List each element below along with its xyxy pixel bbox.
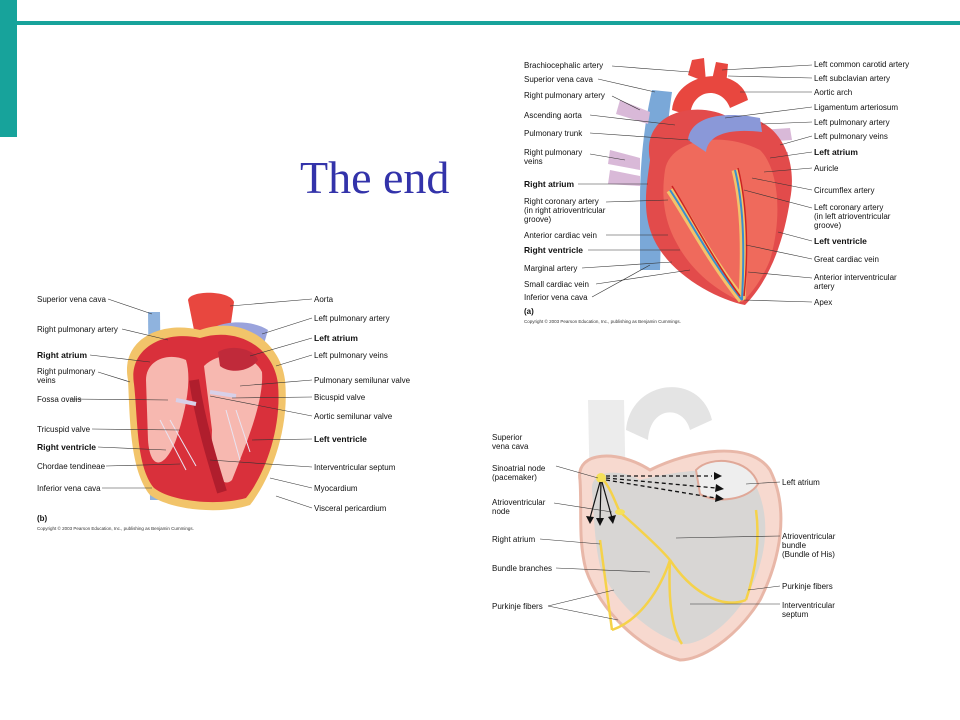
label-left-atrium: Left atrium	[814, 147, 858, 157]
label-circumflex-artery: Circumflex artery	[814, 186, 875, 195]
label-right-pulmonary-artery: Right pulmonary artery	[524, 91, 605, 100]
label-left-pulmonary-artery: Left pulmonary artery	[814, 118, 890, 127]
copyright-a: Copyright © 2003 Pearson Education, Inc.…	[524, 319, 681, 324]
label-visceral-pericardium: Visceral pericardium	[314, 504, 387, 513]
label-atrioventricular-node: Atrioventricular node	[492, 498, 546, 516]
panel-tag-a: (a)	[524, 307, 534, 316]
label-right-pulmonary-veins: Right pulmonary veins	[37, 367, 96, 385]
label-left-pulmonary-artery: Left pulmonary artery	[314, 314, 390, 323]
label-bicuspid-valve: Bicuspid valve	[314, 393, 366, 402]
label-anterior-cardiac-vein: Anterior cardiac vein	[524, 231, 597, 240]
label-atrioventricular-bundle: Atrioventricular bundle (Bundle of His)	[782, 532, 836, 559]
label-right-pulmonary-artery: Right pulmonary artery	[37, 325, 118, 334]
slide-title: The end	[300, 152, 450, 203]
label-inferior-vena-cava: Inferior vena cava	[524, 293, 588, 302]
label-left-coronary-artery: Left coronary artery (in left atrioventr…	[814, 203, 891, 230]
label-left-atrium: Left atrium	[782, 478, 820, 487]
label-right-atrium: Right atrium	[37, 350, 88, 360]
copyright-b: Copyright © 2003 Pearson Education, Inc.…	[37, 526, 194, 531]
label-aortic-semilunar-valve: Aortic semilunar valve	[314, 412, 393, 421]
label-brachiocephalic-artery: Brachiocephalic artery	[524, 61, 604, 70]
label-aorta: Aorta	[314, 295, 334, 304]
label-superior-vena-cava: Superior vena cava	[492, 433, 529, 451]
panel-tag-b: (b)	[37, 514, 48, 523]
label-chordae-tendineae: Chordae tendineae	[37, 462, 106, 471]
label-left-subclavian-artery: Left subclavian artery	[814, 74, 891, 83]
label-tricuspid-valve: Tricuspid valve	[37, 425, 91, 434]
label-left-pulmonary-veins: Left pulmonary veins	[814, 132, 888, 141]
label-left-ventricle: Left ventricle	[314, 434, 367, 444]
label-ascending-aorta: Ascending aorta	[524, 111, 582, 120]
label-pulmonary-semilunar-valve: Pulmonary semilunar valve	[314, 376, 411, 385]
label-fossa-ovalis: Fossa ovalis	[37, 395, 82, 404]
label-left-common-carotid-artery: Left common carotid artery	[814, 60, 910, 69]
label-small-cardiac-vein: Small cardiac vein	[524, 280, 589, 289]
label-right-pulmonary-veins: Right pulmonary veins	[524, 148, 583, 166]
label-inferior-vena-cava: Inferior vena cava	[37, 484, 101, 493]
label-marginal-artery: Marginal artery	[524, 264, 578, 273]
accent-bar-horizontal	[17, 21, 960, 25]
label-right-coronary-artery: Right coronary artery (in right atrioven…	[524, 197, 606, 224]
label-left-ventricle: Left ventricle	[814, 236, 867, 246]
label-left-atrium: Left atrium	[314, 333, 358, 343]
label-superior-vena-cava: Superior vena cava	[524, 75, 593, 84]
label-right-atrium: Right atrium	[492, 535, 536, 544]
label-right-ventricle: Right ventricle	[37, 442, 97, 452]
label-aortic-arch: Aortic arch	[814, 88, 853, 97]
label-myocardium: Myocardium	[314, 484, 358, 493]
label-left-pulmonary-veins: Left pulmonary veins	[314, 351, 388, 360]
label-bundle-branches: Bundle branches	[492, 564, 553, 573]
label-pulmonary-trunk: Pulmonary trunk	[524, 129, 583, 138]
label-purkinje-fibers-left: Purkinje fibers	[492, 602, 543, 611]
label-right-ventricle: Right ventricle	[524, 245, 584, 255]
label-right-atrium: Right atrium	[524, 179, 575, 189]
label-purkinje-fibers-right: Purkinje fibers	[782, 582, 833, 591]
label-superior-vena-cava: Superior vena cava	[37, 295, 106, 304]
label-apex: Apex	[814, 298, 833, 307]
label-interventricular-septum: Interventricular septum	[314, 463, 396, 472]
accent-bar-vertical	[0, 0, 17, 137]
label-auricle: Auricle	[814, 164, 839, 173]
label-ligamentum-arteriosum: Ligamentum arteriosum	[814, 103, 899, 112]
label-great-cardiac-vein: Great cardiac vein	[814, 255, 879, 264]
label-sinoatrial-node: Sinoatrial node (pacemaker)	[492, 464, 546, 482]
label-interventricular-septum: Interventricular septum	[782, 601, 835, 619]
label-anterior-interventricular-artery: Anterior interventricular artery	[814, 273, 897, 291]
